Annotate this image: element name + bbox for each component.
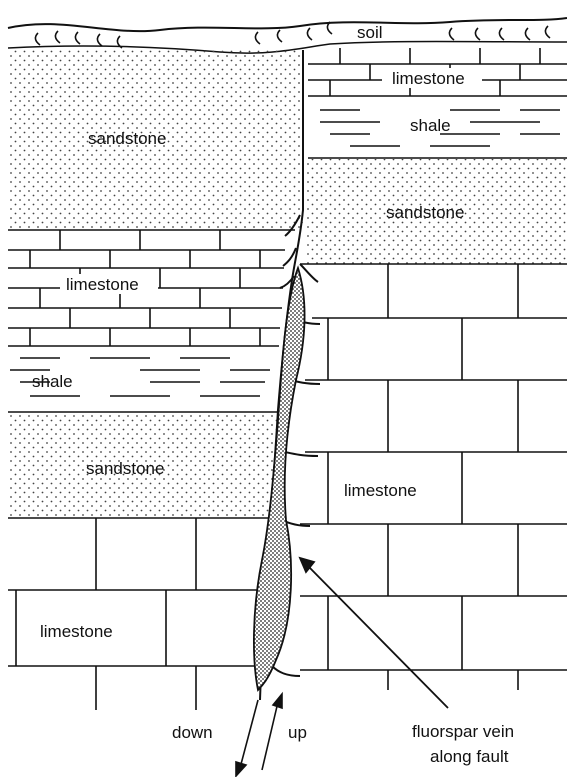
soil-layer: soil — [8, 18, 567, 53]
fault-motion-arrows — [236, 694, 282, 776]
limestone-right-big — [300, 264, 567, 690]
label-shale-left: shale — [32, 372, 73, 391]
label-vein-line2: along fault — [430, 747, 509, 766]
label-shale-right-top: shale — [410, 116, 451, 135]
label-up: up — [288, 723, 307, 742]
label-vein-line1: fluorspar vein — [412, 722, 514, 741]
right-block-upthrown: limestone shale sandstone — [300, 48, 567, 690]
up-arrow — [262, 702, 278, 770]
label-sandstone-left-top: sandstone — [88, 129, 166, 148]
down-arrow — [240, 700, 258, 768]
label-limestone-right-top: limestone — [392, 69, 465, 88]
label-limestone-right-big: limestone — [344, 481, 417, 500]
label-sandstone-left-low: sandstone — [86, 459, 164, 478]
label-limestone-left-mid: limestone — [66, 275, 139, 294]
label-sandstone-right: sandstone — [386, 203, 464, 222]
label-down: down — [172, 723, 213, 742]
limestone-left-low — [8, 518, 262, 710]
label-limestone-left-low: limestone — [40, 622, 113, 641]
vein-pointer-arrow — [300, 558, 448, 708]
label-soil: soil — [357, 23, 383, 42]
